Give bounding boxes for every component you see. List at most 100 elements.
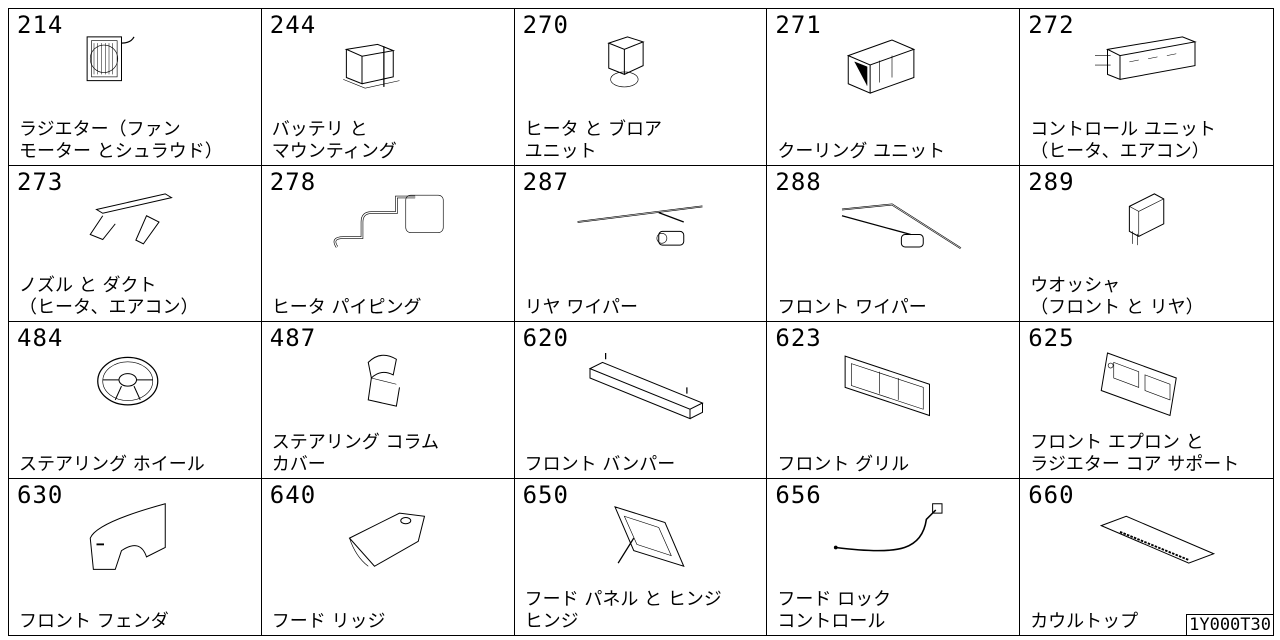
part-group-label: フロント グリル: [777, 454, 909, 476]
part-group-code: 484: [17, 324, 64, 352]
part-group-code: 630: [17, 480, 64, 509]
part-group-label: ヒータ パイピング: [272, 297, 422, 319]
part-group-label: フロント ワイパー: [777, 297, 926, 319]
part-group-code: 623: [775, 324, 822, 352]
part-group-cell[interactable]: 270 ヒータ と ブロアユニット: [514, 9, 768, 166]
cowl-top-icon: [1070, 485, 1220, 585]
heater-blower-icon: [565, 15, 715, 115]
part-group-label-line: カバー: [271, 453, 326, 475]
parts-index-grid: 214 ラジエター（ファンモーター とシュラウド） 244 バッテリ とマウンティング…: [8, 8, 1274, 636]
part-group-label-line: ヒータ と ブロア: [524, 118, 663, 140]
grille-icon: [817, 328, 967, 428]
part-group-label-line: （ヒータ、エアコン）: [19, 297, 199, 318]
nozzle-duct-icon: [59, 172, 209, 272]
part-group-code: 214: [17, 11, 64, 39]
part-group-label-line: ユニット: [524, 140, 597, 162]
part-group-code: 270: [522, 11, 569, 39]
part-group-label-line: ラジエター（ファン: [19, 118, 181, 140]
part-group-label-line: フロント グリル: [777, 453, 910, 475]
diagram-reference-code: 1Y000T30: [1186, 614, 1274, 636]
part-group-label: ヒータ と ブロアユニット: [525, 119, 662, 163]
part-group-label-line: クーリング ユニット: [777, 140, 946, 162]
part-group-label-line: コントロール: [777, 611, 886, 632]
front-wiper-icon: [817, 172, 967, 272]
part-group-cell[interactable]: 650 フード パネル と ヒンジヒンジ: [515, 478, 768, 635]
part-group-cell[interactable]: 244 バッテリ とマウンティング: [261, 9, 515, 166]
part-group-code: 244: [269, 11, 317, 39]
part-group-label-line: バッテリ と: [271, 118, 368, 140]
part-group-label-line: ラジエター コア サポート: [1030, 453, 1240, 475]
part-group-cell[interactable]: 640 フード リッジ: [262, 478, 515, 635]
part-group-code: 487: [269, 324, 317, 352]
part-group-label-line: フード パネル と ヒンジ: [524, 589, 722, 610]
part-group-label: ステアリング ホイール: [19, 454, 205, 476]
part-group-label: フロント バンパー: [525, 454, 676, 476]
part-group-label-line: フード リッジ: [271, 611, 386, 632]
part-group-label: ノズル と ダクト（ヒータ、エアコン）: [19, 275, 198, 319]
part-group-label-line: ヒータ パイピング: [271, 297, 422, 318]
part-group-label-line: フロント バンパー: [524, 453, 676, 475]
part-group-label: リヤ ワイパー: [525, 297, 638, 319]
part-group-label-line: フロント フェンダ: [19, 611, 169, 632]
part-group-label-line: カウルトップ: [1030, 611, 1139, 632]
part-group-cell[interactable]: 271 クーリング ユニット: [767, 9, 1021, 166]
cooling-unit-icon: [817, 15, 967, 115]
part-group-code: 656: [775, 480, 822, 509]
part-group-cell[interactable]: 278 ヒータ パイピング: [261, 165, 515, 322]
washer-icon: [1070, 172, 1220, 272]
part-group-cell[interactable]: 660 カウルトップ: [1020, 479, 1273, 636]
part-group-code: 271: [775, 11, 822, 39]
part-group-code: 278: [269, 167, 317, 196]
part-group-label-line: コントロール ユニット: [1030, 118, 1216, 140]
part-group-label-line: ヒンジ: [524, 611, 579, 632]
part-group-label-line: フロント エプロン と: [1030, 431, 1204, 453]
part-group-label-line: （ヒータ、エアコン）: [1030, 140, 1210, 162]
part-group-label: ステアリング コラムカバー: [272, 432, 439, 476]
part-group-cell[interactable]: 272 コントロール ユニット（ヒータ、エアコン）: [1020, 9, 1273, 166]
part-group-label: バッテリ とマウンティング: [272, 119, 397, 163]
part-group-cell[interactable]: 214 ラジエター（ファンモーター とシュラウド）: [9, 9, 262, 166]
part-group-label: フロント エプロン とラジエター コア サポート: [1030, 432, 1239, 476]
part-group-label-line: フロント ワイパー: [777, 297, 927, 318]
part-group-label: ラジエター（ファンモーター とシュラウド）: [19, 119, 223, 163]
part-group-cell[interactable]: 656 フード ロックコントロール: [767, 478, 1021, 635]
part-group-cell[interactable]: 273 ノズル と ダクト（ヒータ、エアコン）: [9, 165, 262, 322]
control-unit-icon: [1070, 15, 1220, 115]
part-group-label-line: ウオッシャ: [1030, 275, 1121, 296]
part-group-cell[interactable]: 623 フロント グリル: [767, 322, 1021, 479]
part-group-code: 625: [1028, 324, 1075, 352]
part-group-label-line: （フロント と リヤ）: [1030, 297, 1204, 318]
apron-icon: [1070, 328, 1220, 428]
part-group-label: フード パネル と ヒンジヒンジ: [525, 589, 722, 633]
battery-icon: [312, 15, 462, 115]
radiator-icon: [59, 15, 209, 115]
part-group-label-line: ノズル と ダクト: [19, 275, 157, 296]
hood-ledge-icon: [312, 485, 462, 585]
part-group-code: 640: [269, 480, 317, 509]
part-group-label-line: フード ロック: [777, 589, 892, 610]
fender-icon: [59, 485, 209, 585]
part-group-label-line: ステアリング ホイール: [19, 453, 205, 475]
part-group-label-line: リヤ ワイパー: [524, 297, 638, 318]
part-group-code: 660: [1028, 480, 1075, 509]
part-group-label: カウルトップ: [1030, 611, 1138, 633]
rear-wiper-icon: [565, 172, 715, 272]
part-group-code: 272: [1028, 11, 1075, 39]
part-group-cell[interactable]: 287 リヤ ワイパー: [514, 165, 768, 322]
part-group-label: フロント フェンダ: [19, 611, 169, 633]
steering-wheel-icon: [59, 328, 209, 428]
column-cover-icon: [312, 328, 462, 428]
heater-piping-icon: [312, 172, 462, 272]
part-group-code: 650: [522, 480, 569, 509]
bumper-icon: [565, 328, 715, 428]
part-group-code: 287: [522, 167, 569, 196]
part-group-cell[interactable]: 630 フロント フェンダ: [9, 478, 262, 635]
part-group-cell[interactable]: 484 ステアリング ホイール: [9, 322, 262, 479]
part-group-cell[interactable]: 487 ステアリング コラムカバー: [261, 322, 515, 479]
part-group-code: 273: [17, 167, 64, 196]
part-group-cell[interactable]: 625 フロント エプロン とラジエター コア サポート: [1020, 322, 1273, 479]
part-group-label: フード ロックコントロール: [777, 589, 891, 633]
